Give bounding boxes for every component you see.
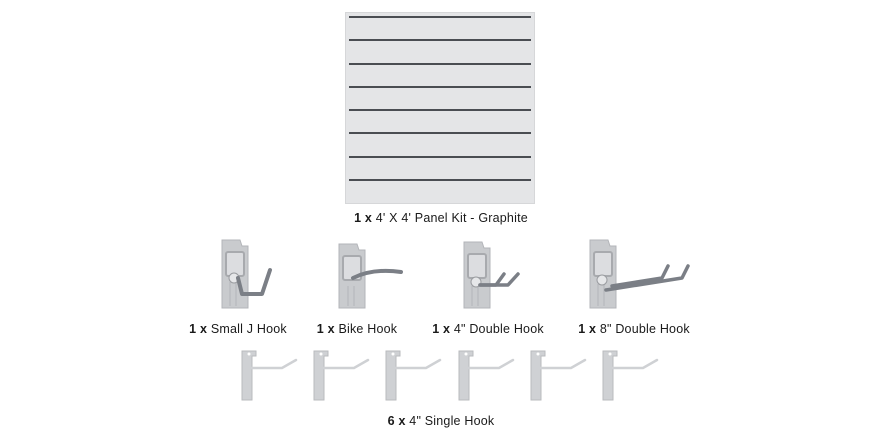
double-hook-4in-image [460, 240, 532, 310]
hook-caption-bike: 1 x Bike Hook [317, 322, 397, 336]
single-hook-image [457, 350, 517, 402]
panel-slat [349, 63, 531, 65]
small-j-hook-image [218, 238, 278, 310]
panel-slat [349, 16, 531, 18]
panel-slat [349, 179, 531, 181]
panel-qty: 1 x [354, 211, 373, 225]
hook-qty: 1 x [189, 322, 208, 336]
double-hook-8in-image [586, 238, 692, 310]
single-hook-image [240, 350, 300, 402]
panel-slat [349, 156, 531, 158]
hook-qty: 1 x [432, 322, 451, 336]
bike-hook-image [323, 242, 405, 310]
slatwall-panel-image [345, 12, 535, 204]
panel-slat [349, 132, 531, 134]
single-hook-image [312, 350, 372, 402]
hook-label: Small J Hook [210, 322, 287, 336]
single-hook-image [529, 350, 589, 402]
hook-label: 8" Double Hook [599, 322, 690, 336]
hook-caption-small-j: 1 x Small J Hook [189, 322, 287, 336]
panel-kit-caption: 1 x 4' X 4' Panel Kit - Graphite [354, 211, 528, 225]
single-hook-caption: 6 x 4" Single Hook [388, 414, 495, 428]
panel-label: 4' X 4' Panel Kit - Graphite [375, 211, 528, 225]
single-hook-qty: 6 x [387, 414, 406, 428]
hook-caption-double-4in: 1 x 4" Double Hook [432, 322, 544, 336]
hook-caption-double-8in: 1 x 8" Double Hook [578, 322, 690, 336]
single-hook-label: 4" Single Hook [409, 414, 495, 428]
panel-slat [349, 39, 531, 41]
hook-label: Bike Hook [338, 322, 398, 336]
hook-qty: 1 x [578, 322, 597, 336]
hook-label: 4" Double Hook [453, 322, 544, 336]
hook-qty: 1 x [316, 322, 335, 336]
single-hook-image [384, 350, 444, 402]
single-hook-image [601, 350, 661, 402]
panel-slat [349, 109, 531, 111]
panel-slat [349, 86, 531, 88]
